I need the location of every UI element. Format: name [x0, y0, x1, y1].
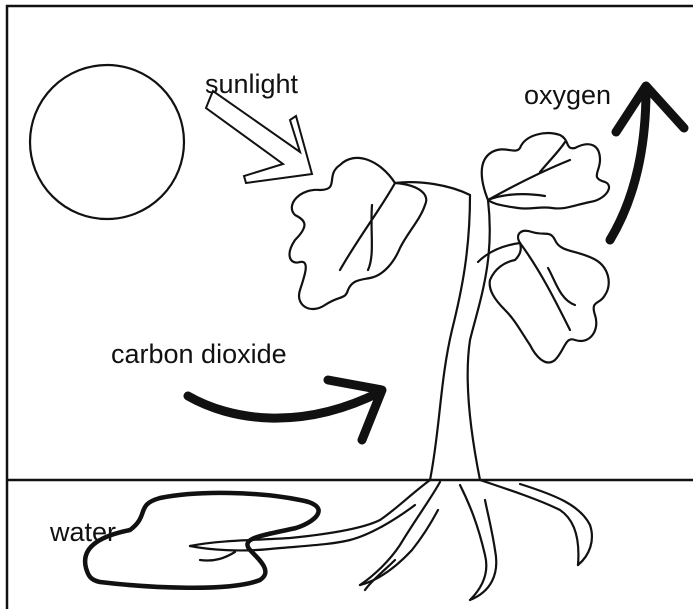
sunlight-label: sunlight [205, 69, 299, 99]
sunlight-arrow [206, 91, 312, 183]
oxygen-arrow [610, 86, 684, 240]
carbon-dioxide-arrow [188, 380, 382, 440]
water-label: water [49, 517, 116, 547]
water-puddle [85, 493, 318, 588]
carbon-dioxide-label: carbon dioxide [111, 339, 287, 369]
oxygen-label: oxygen [524, 80, 611, 110]
sun-icon [30, 65, 184, 219]
